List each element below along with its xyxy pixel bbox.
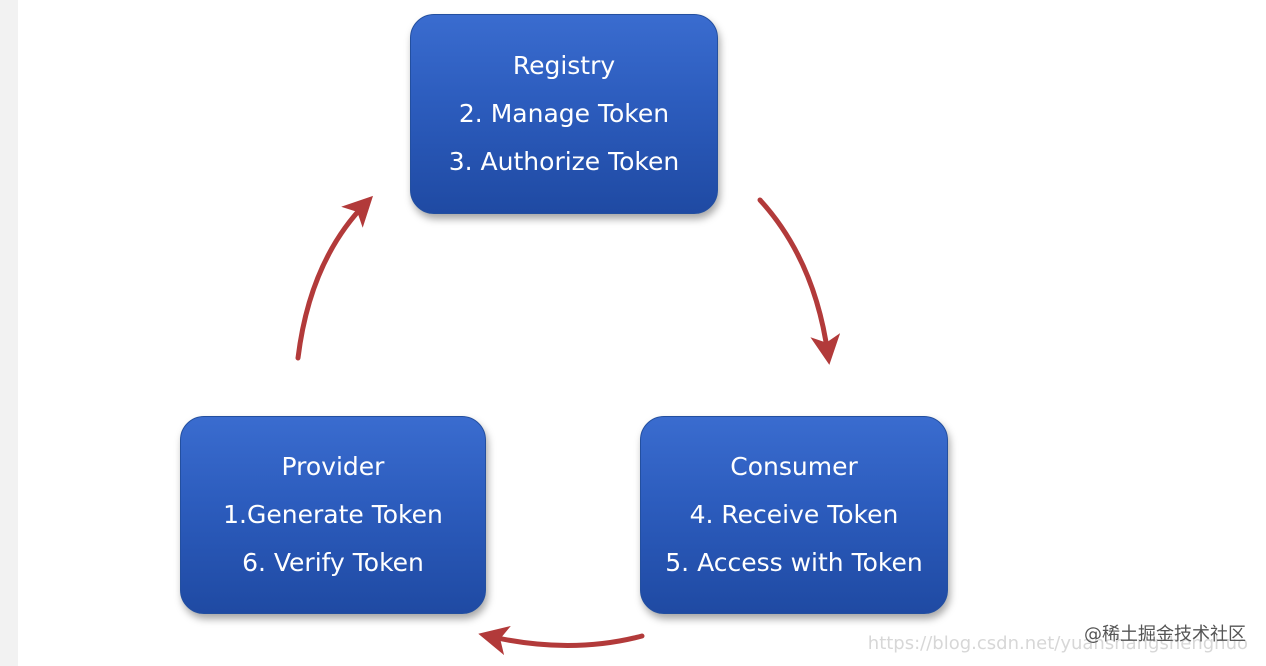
consumer-step-5: 5. Access with Token xyxy=(665,548,923,577)
provider-title: Provider xyxy=(281,452,385,481)
provider-node: Provider 1.Generate Token 6. Verify Toke… xyxy=(180,416,486,614)
arrow-registry-to-consumer xyxy=(757,197,841,365)
consumer-step-4: 4. Receive Token xyxy=(689,500,899,529)
registry-node: Registry 2. Manage Token 3. Authorize To… xyxy=(410,14,718,214)
provider-step-6: 6. Verify Token xyxy=(242,548,424,577)
left-border-strip xyxy=(0,0,18,666)
registry-step-3: 3. Authorize Token xyxy=(448,147,680,176)
consumer-title: Consumer xyxy=(730,452,858,481)
arrow-provider-to-registry xyxy=(295,195,374,361)
provider-step-1: 1.Generate Token xyxy=(223,500,443,529)
registry-title: Registry xyxy=(512,51,616,80)
arrow-consumer-to-provider xyxy=(478,625,645,656)
registry-step-2: 2. Manage Token xyxy=(458,99,670,128)
source-url-watermark: https://blog.csdn.net/yuanshangshenghuo xyxy=(867,633,1248,654)
consumer-node: Consumer 4. Receive Token 5. Access with… xyxy=(640,416,948,614)
brand-watermark: @稀土掘金技术社区 xyxy=(1084,624,1246,645)
